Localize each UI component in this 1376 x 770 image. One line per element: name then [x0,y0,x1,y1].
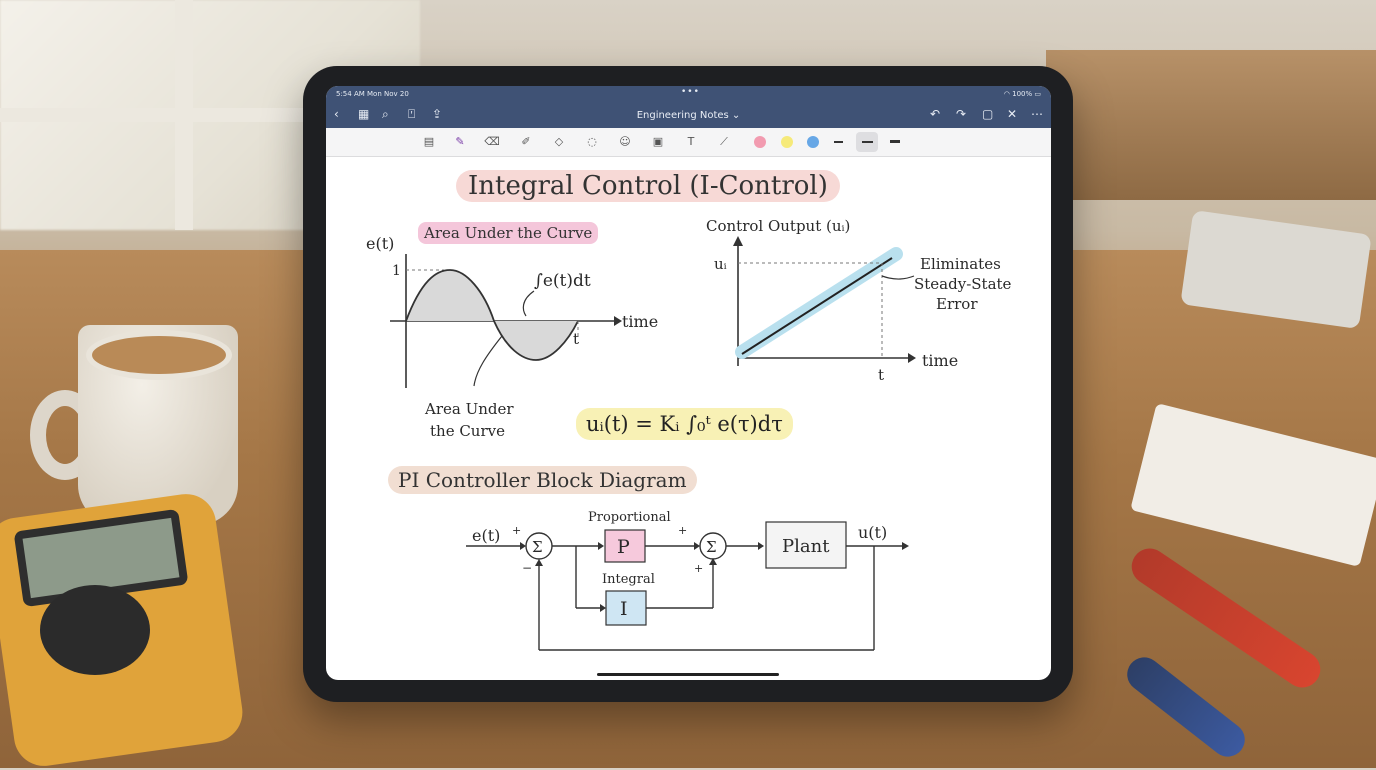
color-swatch-blue[interactable] [807,136,819,148]
area-heading: Area Under the Curve [418,222,599,244]
multitask-dots[interactable]: ••• [681,87,700,97]
stroke-medium [862,141,873,143]
bd-p-block [604,529,646,563]
g2-output-highlight [735,247,903,359]
integral-formula: uᵢ(t) = Kᵢ ∫₀ᵗ e(τ)dτ [576,408,793,440]
g1-area-positive [406,270,494,321]
g1-caption-pointer [473,335,503,387]
bd-arrow [598,542,604,550]
g1-y-tick: 1 [392,263,401,279]
bd-arrow [709,558,717,565]
g2-output-line [741,257,893,355]
app-nav-bar: ‹ ▦ ⌕ ⍞ ⇪ Engineering Notes ⌄ ↶ ↷ ▢ ✕ ⋯ [326,102,1051,128]
bd-arrow [694,542,700,550]
bd-plus2: + [678,524,687,537]
g1-x-label: time [622,312,658,331]
multimeter-dial [40,585,150,675]
bd-arrow [600,604,606,612]
bd-integral-label: Integral [602,572,655,587]
read-mode-icon[interactable]: ▤ [423,135,435,148]
stroke-thick[interactable] [890,140,900,143]
g2-t-label: t [878,366,884,384]
shapes-icon[interactable]: ◇ [554,135,564,148]
bd-arrow [535,559,543,566]
g2-annot-pointer [881,275,915,280]
highlighter-icon[interactable]: ✐ [521,135,531,148]
g2-annot-line3: Error [936,295,978,313]
battery-percent: 100% [1012,90,1033,98]
more-icon[interactable]: ⋯ [1031,107,1043,121]
status-bar: 5:54 AM Mon Nov 20 ••• ◠ 100% ▭ [326,86,1051,102]
bd-arrow [902,542,909,550]
pen-icon[interactable]: ✎ [455,135,465,148]
ruler-icon[interactable]: ⟋ [720,135,728,148]
coffee [86,330,232,380]
bd-sum2-symbol: Σ [706,538,717,556]
stroke-thin[interactable] [834,141,843,143]
lasso-icon[interactable]: ◌ [587,135,597,148]
g2-x-label: time [922,351,958,370]
g1-integral-pointer [522,290,535,317]
close-icon[interactable]: ✕ [1007,107,1018,121]
undo-icon[interactable]: ↶ [930,107,941,121]
search-icon[interactable]: ⌕ [382,107,389,121]
share-icon[interactable]: ⇪ [432,107,443,121]
grid-icon[interactable]: ▦ [358,107,370,121]
g1-y-label: e(t) [366,234,394,253]
g2-annot-line1: Eliminates [920,255,1001,273]
g1-integral-label: ∫e(t)dt [534,271,591,291]
bd-plus1: + [512,524,521,537]
sticker-icon[interactable]: ☺ [619,135,631,148]
bd-i-label: I [620,598,628,620]
g1-error-curve [405,269,579,361]
image-icon[interactable]: ▣ [652,135,664,148]
g1-caption-line2: the Curve [430,422,505,440]
text-icon[interactable]: T [687,135,695,148]
page-icon[interactable]: ▢ [982,107,994,121]
bd-input-label: e(t) [472,526,500,545]
pi-heading: PI Controller Block Diagram [388,466,697,494]
bd-output-label: u(t) [858,523,887,542]
bd-p-label: P [617,536,630,558]
g2-x-arrow [908,353,916,363]
eraser-icon[interactable]: ⌫ [484,135,500,148]
battery-icon: ▭ [1034,90,1041,98]
bd-plant-block [765,521,847,569]
chevron-left-icon[interactable]: ‹ [334,107,339,121]
drawing-toolbar: ▤ ✎ ⌫ ✐ ◇ ◌ ☺ ▣ T ⟋ [326,128,1051,157]
redo-icon[interactable]: ↷ [956,107,967,121]
note-drawing: e(t) 1 ∫e(t)dt time t Area Under the Cur… [366,217,1012,651]
wifi-icon: ◠ [1003,90,1010,98]
g2-y-arrow [733,236,743,246]
note-title: Integral Control (I-Control) [456,170,840,202]
bd-plus3: + [694,562,703,575]
notebook-title[interactable]: Engineering Notes ⌄ [636,110,741,121]
color-swatch-pink[interactable] [754,136,766,148]
status-time: 5:54 AM Mon Nov 20 [336,90,409,98]
g2-annot-line2: Steady-State [914,275,1012,293]
bd-arrow [520,542,526,550]
g1-x-arrow [614,316,622,326]
bd-proportional-label: Proportional [588,510,671,525]
home-indicator[interactable] [597,673,779,676]
bookmark-icon[interactable]: ⍞ [408,107,416,121]
tablet-screen: 5:54 AM Mon Nov 20 ••• ◠ 100% ▭ ‹ ▦ ⌕ ⍞ … [326,86,1051,680]
bd-arrow [758,542,764,550]
g2-y-tick: uᵢ [714,255,727,273]
g1-t-label: t [573,330,579,348]
g1-caption-line1: Area Under [424,400,514,418]
shelf [1046,50,1376,200]
color-swatch-yellow[interactable] [781,136,793,148]
status-battery: ◠ 100% ▭ [1004,90,1041,98]
bd-minus1: − [522,561,532,575]
g2-heading: Control Output (uᵢ) [706,217,850,235]
bd-plant-label: Plant [782,536,830,557]
bd-sum1-symbol: Σ [532,538,543,556]
